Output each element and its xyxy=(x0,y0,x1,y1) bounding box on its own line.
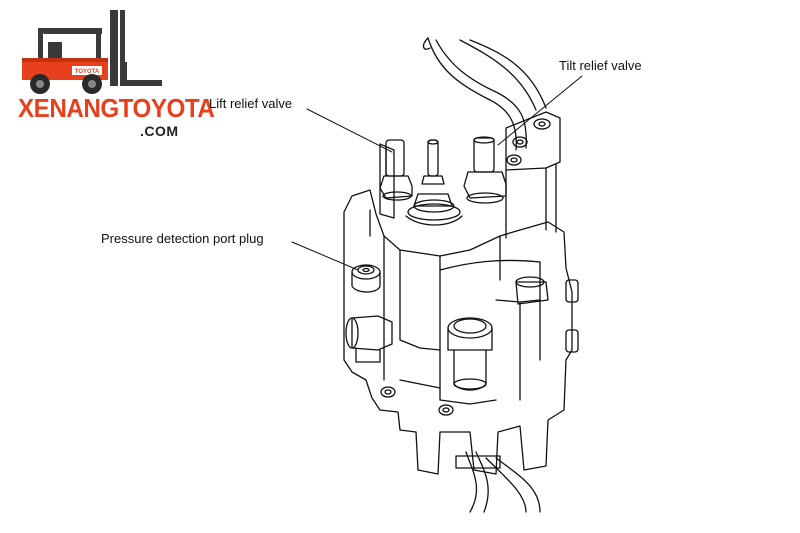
bottom-hoses xyxy=(455,451,541,513)
bottom-bolts xyxy=(380,386,454,416)
leader-pressure-port xyxy=(291,241,359,271)
forklift-icon: TOYOTA xyxy=(22,10,162,94)
center-stem xyxy=(405,139,463,226)
leader-lift-relief xyxy=(306,108,393,153)
left-fitting xyxy=(345,315,393,363)
lift-relief-valve xyxy=(379,139,413,219)
tilt-relief-fitting xyxy=(505,111,561,239)
label-tilt-relief-valve: Tilt relief valve xyxy=(559,58,642,73)
leader-tilt-relief xyxy=(497,75,583,146)
logo-badge-text: TOYOTA xyxy=(75,69,100,75)
logo-domain: .COM xyxy=(140,123,179,139)
tilt-relief-valve xyxy=(463,136,507,204)
valve-body xyxy=(343,189,573,475)
label-lift-relief-valve: Lift relief valve xyxy=(209,96,293,111)
label-pressure-detection-port-plug: Pressure detection port plug xyxy=(101,231,264,246)
top-hoses xyxy=(422,37,547,151)
leader-lines xyxy=(291,75,583,271)
front-fitting xyxy=(447,317,493,391)
logo-wordmark: XENANGTOYOTA xyxy=(18,93,215,123)
right-fittings xyxy=(515,276,579,353)
